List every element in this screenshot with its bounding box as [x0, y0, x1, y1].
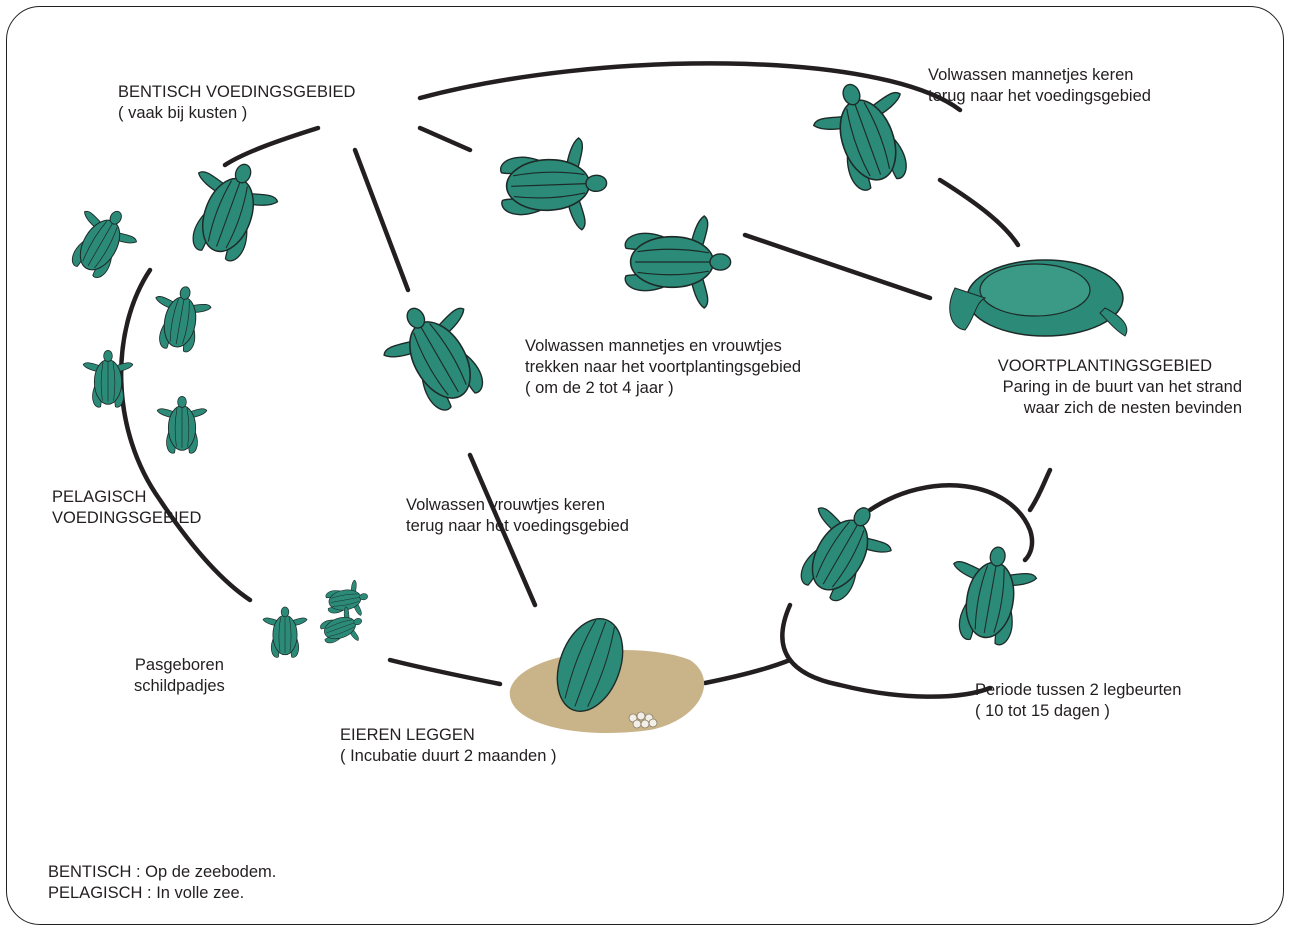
path-vertical-2 — [467, 452, 538, 608]
diagram-frame — [6, 6, 1284, 925]
legend-pelagic: PELAGISCH : In volle zee. — [48, 884, 245, 902]
path-small-loop — [780, 602, 993, 699]
turtle-pelagic-3 — [156, 395, 208, 454]
path-pelagic-loop — [118, 267, 253, 603]
legend-benthic: BENTISCH : Op de zeebodem. — [48, 863, 277, 881]
turtle-mating-pair — [949, 259, 1128, 337]
path-small-loop-top — [867, 483, 1035, 563]
migration-label: Volwassen mannetjes en vrouwtjes trekken… — [525, 337, 802, 397]
males-return-label: Volwassen mannetjes keren terug naar het… — [928, 66, 1151, 105]
path-benthic-left — [222, 125, 321, 168]
turtle-interval-1 — [781, 486, 904, 614]
cycle-paths — [118, 61, 1053, 699]
hatchlings-label: Pasgeboren schildpadjes — [134, 656, 225, 695]
pelagic-label: PELAGISCH VOEDINGSGEBIED — [52, 488, 202, 527]
turtle-females-return — [370, 285, 505, 425]
turtle-benthic-2 — [58, 196, 146, 287]
turtle-benthic-1 — [173, 149, 287, 271]
nesting-scene — [509, 618, 705, 734]
definitions-legend: BENTISCH : Op de zeebodem. PELAGISCH : I… — [48, 862, 276, 904]
path-diag-2 — [742, 232, 933, 301]
benthic-label: BENTISCH VOEDINGSGEBIED ( vaak bij kuste… — [118, 83, 356, 122]
egg-clutch — [628, 711, 658, 729]
turtle-hatchling-1 — [262, 606, 308, 658]
path-vertical-1 — [352, 147, 411, 293]
turtle-migrate-1 — [498, 136, 610, 234]
females-return-label: Volwassen vrouwtjes keren terug naar het… — [406, 496, 629, 535]
path-arc-right — [937, 177, 1021, 248]
turtle-males-return — [803, 68, 929, 201]
path-outer-arc — [417, 61, 963, 113]
path-diag-1 — [417, 125, 473, 153]
interval-label: Periode tussen 2 legbeurten ( 10 tot 15 … — [975, 681, 1182, 720]
path-breeding-down — [1027, 467, 1053, 513]
turtle-migrate-2 — [624, 215, 732, 309]
breeding-label: VOORTPLANTINGSGEBIED Paring in de buurt … — [997, 357, 1242, 417]
turtle-pelagic-1 — [146, 281, 215, 356]
turtle-pelagic-2 — [82, 349, 134, 408]
path-eggs-to-loop — [702, 657, 793, 686]
eggs-label: EIEREN LEGGEN ( Incubatie duurt 2 maande… — [340, 726, 557, 765]
path-hatch-to-eggs — [387, 657, 503, 687]
